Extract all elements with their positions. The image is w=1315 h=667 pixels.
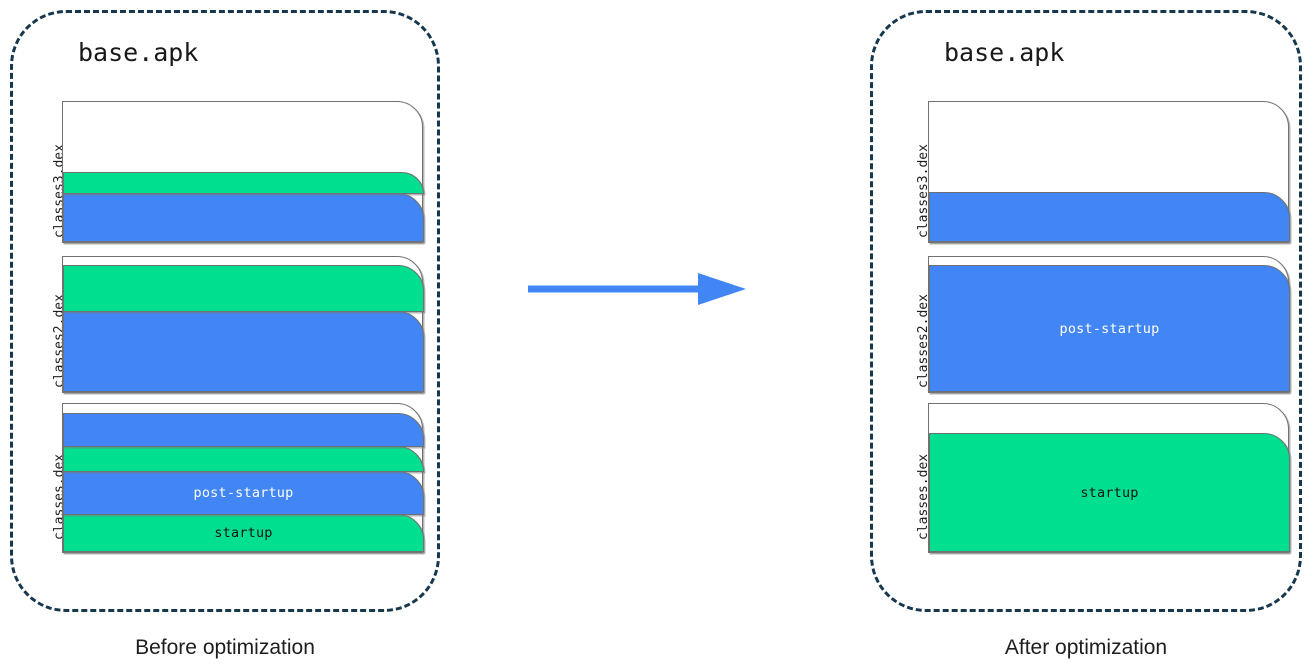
segment-post-startup (63, 311, 424, 392)
arrow-icon (528, 273, 746, 305)
segment-label: post-startup (193, 485, 294, 501)
apk-panel-before (10, 10, 440, 612)
segment-startup: startup (63, 514, 424, 552)
segment-label: startup (214, 525, 273, 541)
apk-panel-after (870, 10, 1302, 612)
dex-box-classes2 (62, 256, 424, 393)
caption-before: Before optimization (135, 636, 315, 659)
optimization-arrow (520, 268, 760, 310)
segment-label: startup (1080, 484, 1139, 501)
segment-post-startup (929, 192, 1290, 242)
dex-box-classes2: post-startup (928, 256, 1290, 393)
dex-box-classes3 (62, 101, 424, 243)
segment-startup (63, 172, 424, 194)
dex-box-classes: startup (928, 403, 1290, 553)
segment-startup (63, 446, 424, 472)
apk-title-before: base.apk (78, 38, 199, 67)
segment-label: post-startup (1059, 320, 1160, 337)
dex-box-classes: startup post-startup (62, 403, 424, 553)
segment-post-startup (63, 413, 424, 447)
segment-post-startup: post-startup (63, 471, 424, 515)
segment-post-startup (63, 193, 424, 242)
segment-post-startup: post-startup (929, 265, 1290, 392)
apk-title-after: base.apk (944, 38, 1065, 67)
caption-after: After optimization (1004, 636, 1168, 659)
segment-startup (63, 265, 424, 312)
dex-box-classes3 (928, 101, 1290, 243)
segment-startup: startup (929, 433, 1290, 552)
